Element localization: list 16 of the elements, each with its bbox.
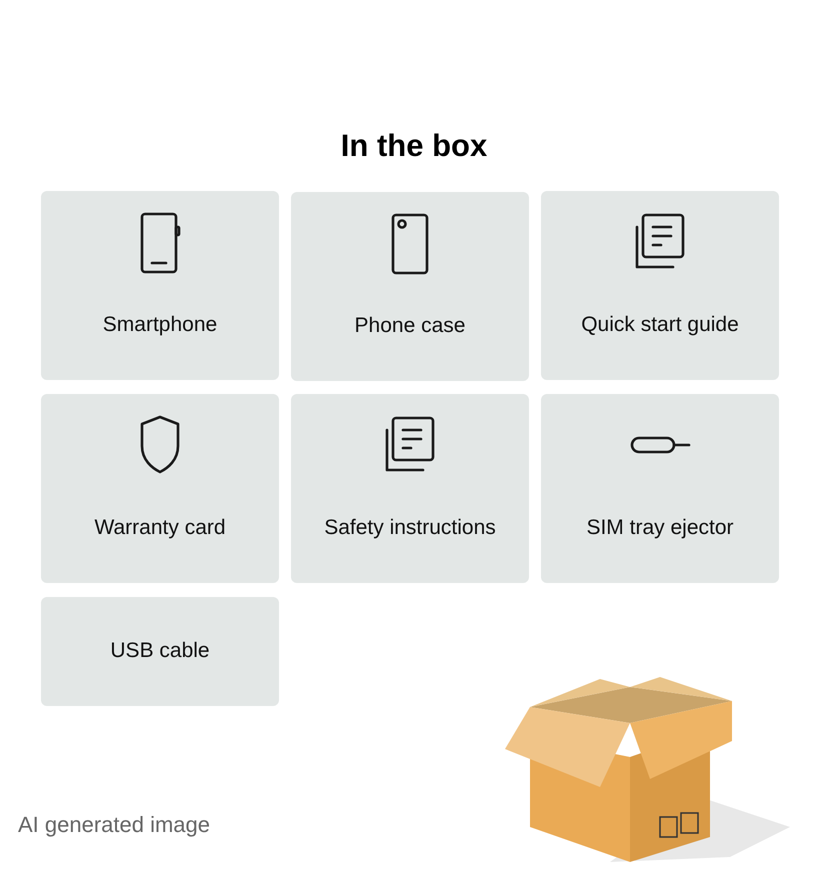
title: In the box bbox=[340, 128, 488, 164]
item-card bbox=[291, 394, 529, 583]
item-label: Quick start guide bbox=[580, 313, 740, 337]
item-card bbox=[541, 394, 779, 583]
item-label: USB cable bbox=[109, 639, 211, 663]
item-label: Safety instructions bbox=[323, 516, 497, 540]
item-label: Phone case bbox=[354, 314, 466, 338]
item-label: Warranty card bbox=[93, 516, 227, 540]
note: AI generated image bbox=[18, 812, 210, 838]
item-card bbox=[41, 597, 279, 706]
item-label: SIM tray ejector bbox=[585, 516, 735, 540]
item-card bbox=[41, 394, 279, 583]
item-label: Smartphone bbox=[102, 313, 218, 337]
item-card bbox=[41, 191, 279, 380]
item-card bbox=[291, 192, 529, 381]
item-card bbox=[541, 191, 779, 380]
